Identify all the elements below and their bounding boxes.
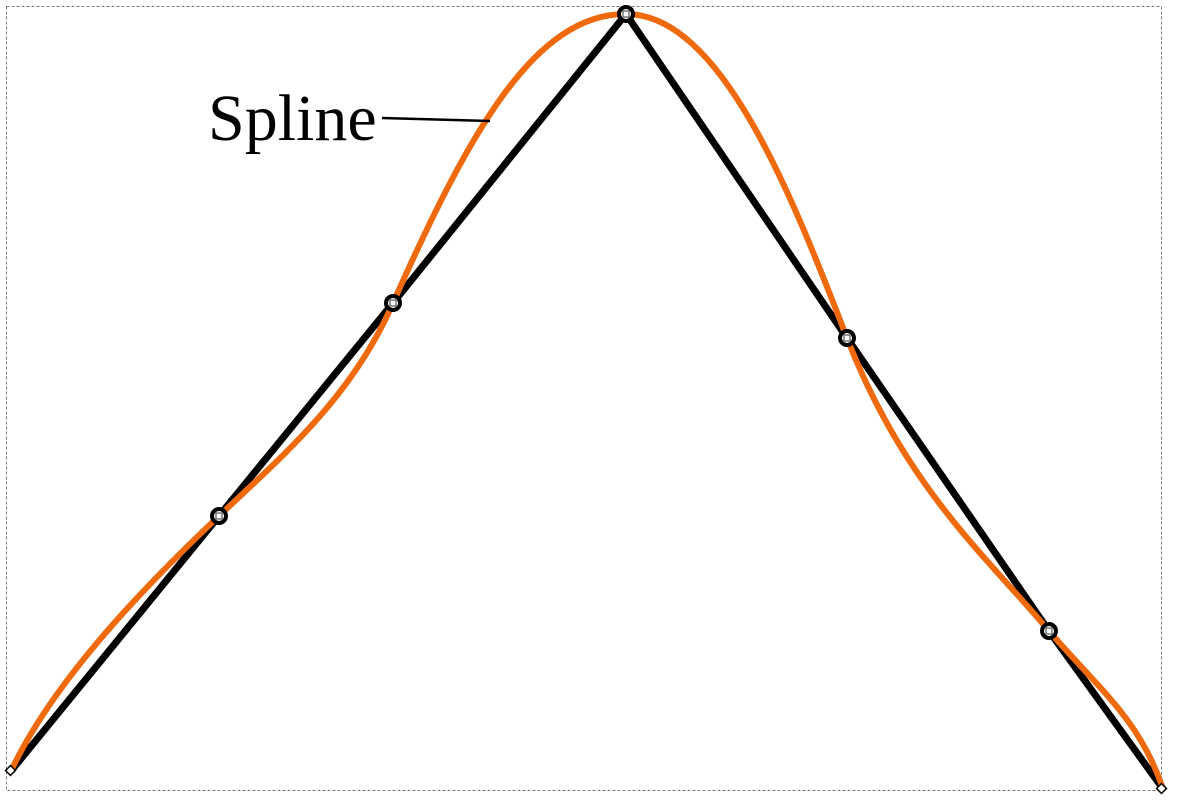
start-point-handle[interactable] [4, 764, 17, 777]
control-node[interactable] [1040, 622, 1058, 640]
control-node[interactable] [617, 5, 635, 23]
spline-curve [8, 11, 1166, 792]
control-polyline [8, 8, 1166, 792]
control-node[interactable] [838, 329, 856, 347]
control-point-nodes [210, 5, 1058, 640]
control-node[interactable] [384, 294, 402, 312]
spline-label-leader-line [381, 116, 491, 123]
end-point-handles [4, 764, 1168, 795]
end-point-handle[interactable] [1155, 782, 1168, 795]
control-node[interactable] [210, 507, 228, 525]
selection-bounding-box [6, 6, 1162, 791]
spline-label: Spline [208, 82, 377, 155]
